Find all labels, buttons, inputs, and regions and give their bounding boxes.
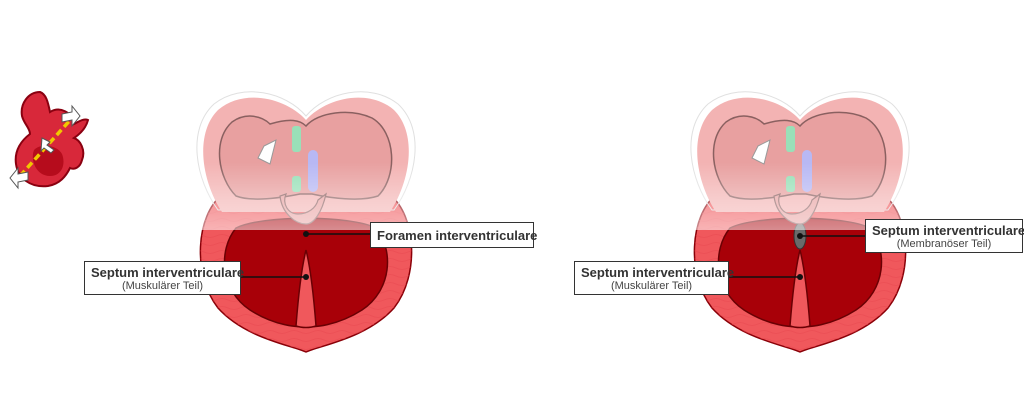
label-subtitle: (Muskulärer Teil) xyxy=(121,280,204,292)
heart-section-left xyxy=(190,80,422,353)
label-subtitle: (Muskulärer Teil) xyxy=(610,280,693,292)
septum-muscular xyxy=(789,249,811,329)
label-septum-muscular-right: Septum interventriculare (Muskulärer Tei… xyxy=(574,261,735,295)
label-title: Foramen interventriculare xyxy=(377,228,538,243)
label-foramen-interventriculare: Foramen interventriculare xyxy=(370,222,538,248)
leader-septum-membranous xyxy=(797,233,866,239)
label-title: Septum interventriculare xyxy=(91,265,245,280)
label-subtitle: (Membranöser Teil) xyxy=(896,238,992,250)
label-title: Septum interventriculare xyxy=(581,265,735,280)
heart-section-right xyxy=(684,80,916,353)
leader-septum-muscular-left xyxy=(240,274,309,280)
heart-section-orientation-icon xyxy=(9,90,90,190)
label-septum-membranous: Septum interventriculare (Membranöser Te… xyxy=(865,219,1024,253)
leader-foramen xyxy=(303,231,370,237)
label-title: Septum interventriculare xyxy=(872,223,1024,238)
leader-septum-muscular-right xyxy=(728,274,803,280)
label-septum-muscular-left: Septum interventriculare (Muskulärer Tei… xyxy=(84,261,245,295)
septum-muscular xyxy=(295,249,317,329)
